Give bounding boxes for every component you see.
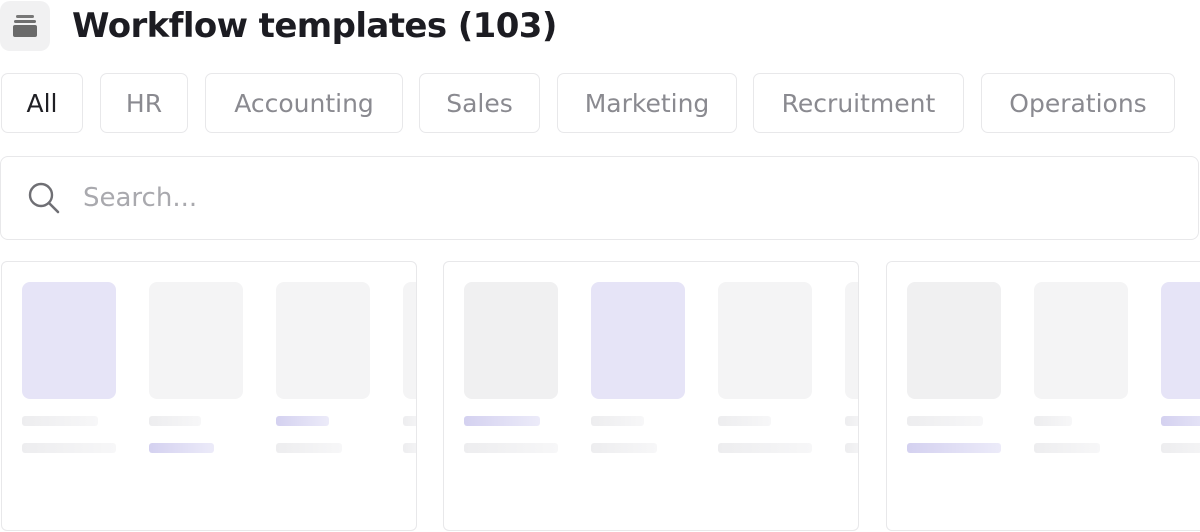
- thumbnail-placeholder: [907, 282, 1001, 399]
- thumbnail-placeholder: [22, 282, 116, 399]
- template-card-skeleton[interactable]: [1, 261, 417, 531]
- thumbnail-placeholder: [845, 282, 858, 399]
- text-placeholder: [718, 443, 812, 453]
- tab-hr[interactable]: HR: [100, 73, 188, 133]
- tab-label: Recruitment: [781, 88, 936, 118]
- thumbnail-placeholder: [718, 282, 812, 399]
- text-placeholder: [845, 443, 858, 453]
- text-placeholder: [1161, 443, 1200, 453]
- tab-marketing[interactable]: Marketing: [557, 73, 737, 133]
- text-placeholder: [464, 443, 558, 453]
- tab-label: HR: [125, 88, 163, 118]
- layers-stack-icon: [0, 1, 50, 51]
- tab-label: Operations: [1009, 88, 1147, 118]
- text-placeholder: [1034, 443, 1100, 453]
- tab-accounting[interactable]: Accounting: [205, 73, 403, 133]
- template-card-skeleton[interactable]: [443, 261, 859, 531]
- tab-sales[interactable]: Sales: [419, 73, 540, 133]
- text-placeholder: [907, 416, 983, 426]
- text-placeholder: [718, 416, 771, 426]
- tab-label: Accounting: [234, 88, 374, 118]
- text-placeholder: [403, 443, 416, 453]
- text-placeholder: [22, 443, 116, 453]
- thumbnail-placeholder: [149, 282, 243, 399]
- text-placeholder: [591, 443, 657, 453]
- text-placeholder: [1161, 416, 1200, 426]
- text-placeholder: [845, 416, 858, 426]
- text-placeholder: [149, 416, 201, 426]
- text-placeholder: [149, 443, 214, 453]
- thumbnail-placeholder: [1034, 282, 1128, 399]
- search-input[interactable]: [83, 177, 783, 219]
- tab-all[interactable]: All: [1, 73, 83, 133]
- tab-operations[interactable]: Operations: [981, 73, 1175, 133]
- text-placeholder: [907, 443, 1001, 453]
- text-placeholder: [403, 416, 416, 426]
- thumbnail-placeholder: [591, 282, 685, 399]
- page-header: Workflow templates (103): [0, 0, 557, 52]
- text-placeholder: [464, 416, 540, 426]
- thumbnail-placeholder: [276, 282, 370, 399]
- text-placeholder: [276, 416, 329, 426]
- thumbnail-placeholder: [464, 282, 558, 399]
- template-card-skeleton[interactable]: [886, 261, 1200, 531]
- tab-label: Marketing: [584, 88, 710, 118]
- tab-recruitment[interactable]: Recruitment: [753, 73, 964, 133]
- page-title: Workflow templates (103): [72, 6, 557, 46]
- thumbnail-placeholder: [403, 282, 416, 399]
- thumbnail-placeholder: [1161, 282, 1200, 399]
- tab-label: Sales: [446, 88, 513, 118]
- text-placeholder: [22, 416, 98, 426]
- text-placeholder: [276, 443, 342, 453]
- text-placeholder: [591, 416, 644, 426]
- text-placeholder: [1034, 416, 1072, 426]
- search-box: [0, 156, 1199, 240]
- search-icon: [28, 182, 60, 214]
- tab-label: All: [26, 88, 58, 118]
